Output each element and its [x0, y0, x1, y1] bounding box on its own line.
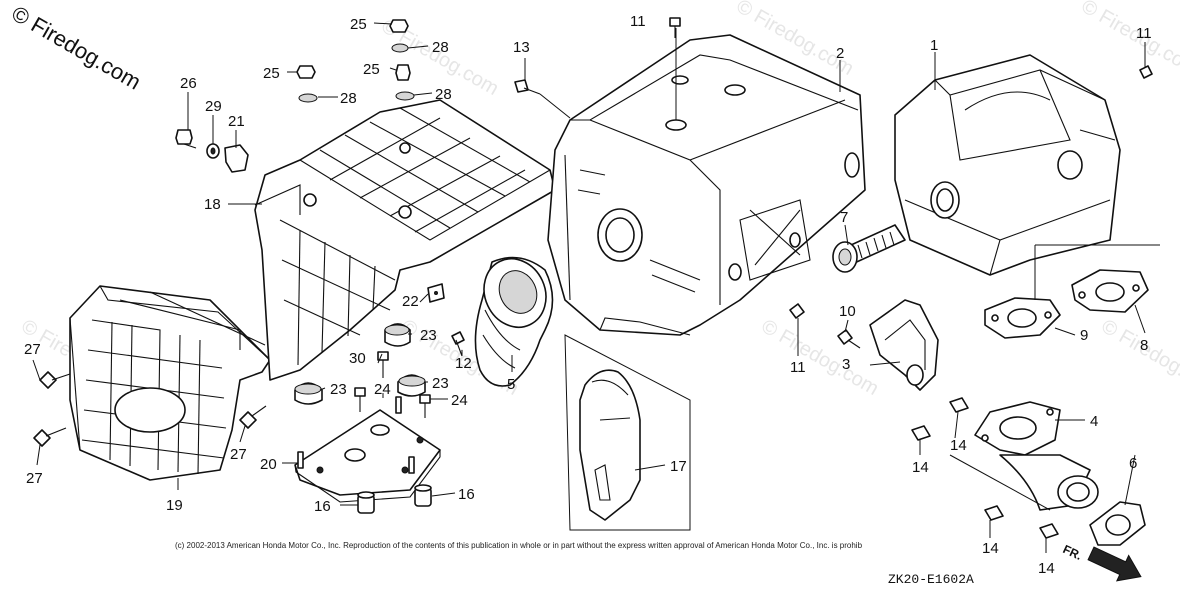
- callout-26: 26: [180, 75, 197, 92]
- callout-16b: 16: [458, 486, 475, 503]
- callout-23a: 23: [420, 327, 437, 344]
- part-14-nuts: [911, 397, 1059, 539]
- callout-7: 7: [840, 209, 848, 226]
- callout-23c: 23: [432, 375, 449, 392]
- callout-28c: 28: [435, 86, 452, 103]
- callout-3: 3: [842, 356, 850, 373]
- part-23-mounts: [294, 323, 426, 405]
- callout-25b: 25: [263, 65, 280, 82]
- callout-11b: 11: [790, 359, 806, 376]
- part-19-guard: [69, 285, 271, 481]
- callout-23b: 23: [330, 381, 347, 398]
- callout-27b: 27: [26, 470, 43, 487]
- part-1-muffler: [894, 54, 1121, 276]
- callout-21: 21: [228, 113, 245, 130]
- callout-4: 4: [1090, 413, 1098, 430]
- hardware-left-top: [175, 129, 249, 173]
- faint-watermark-3: © Firedog.com: [1078, 0, 1180, 80]
- part-16-collars: [357, 484, 432, 514]
- copyright-notice: (c) 2002-2013 American Honda Motor Co., …: [175, 541, 863, 550]
- callout-11c: 11: [1136, 25, 1152, 42]
- leader-lines: [32, 22, 1160, 553]
- diagram-code: ZK20-E1602A: [888, 572, 974, 587]
- part-3-protector: [869, 299, 939, 391]
- part-5-boot: [474, 256, 554, 387]
- callout-22: 22: [402, 293, 419, 310]
- callout-6: 6: [1129, 455, 1137, 472]
- part-2-muffler-cover: [547, 34, 866, 336]
- callout-24b: 24: [451, 392, 468, 409]
- callout-14a: 14: [950, 437, 967, 454]
- callout-20: 20: [260, 456, 277, 473]
- callout-16a: 16: [314, 498, 331, 515]
- watermark-main: © Firedog.com: [8, 1, 146, 95]
- part-22-bracket: [427, 283, 445, 303]
- callout-numbers: 1 2 3 4 5 6 7 8 9 10 11 11 11 12 13 14 1…: [24, 13, 1152, 577]
- fr-direction-arrow: [1087, 546, 1142, 582]
- callout-27a: 27: [24, 341, 41, 358]
- fr-direction-label: FR.: [1061, 542, 1084, 563]
- part-7-spark-arrester: [832, 224, 906, 273]
- callout-25a: 25: [350, 16, 367, 33]
- part-17-side-cover: [564, 334, 691, 531]
- callout-24a: 24: [374, 381, 391, 398]
- callout-28b: 28: [340, 90, 357, 107]
- small-bolts: [33, 331, 465, 447]
- callout-19: 19: [166, 497, 183, 514]
- part-9-gasket: [984, 297, 1061, 339]
- hardware-top-center: [296, 19, 415, 103]
- callout-29: 29: [205, 98, 222, 115]
- callout-8: 8: [1140, 337, 1148, 354]
- callout-30: 30: [349, 350, 366, 367]
- callout-14c: 14: [982, 540, 999, 557]
- callout-12: 12: [455, 355, 472, 372]
- callout-11a: 11: [630, 13, 646, 30]
- callout-18: 18: [204, 196, 221, 213]
- part-20-base-plate: [294, 396, 441, 503]
- callout-2: 2: [836, 45, 844, 62]
- callout-28a: 28: [432, 39, 449, 56]
- part-18-frame: [254, 99, 556, 381]
- callout-13: 13: [513, 39, 530, 56]
- faint-watermark-6: © Firedog.com: [758, 315, 883, 400]
- callout-1: 1: [930, 37, 938, 54]
- part-4-exhaust-pipe: [974, 401, 1099, 511]
- part-6-gasket: [1089, 501, 1146, 546]
- callout-5: 5: [507, 376, 515, 393]
- callout-14d: 14: [1038, 560, 1055, 577]
- faint-watermark-7: © Firedog.com: [1098, 315, 1180, 400]
- callout-10: 10: [839, 303, 856, 320]
- callout-27c: 27: [230, 446, 247, 463]
- callout-14b: 14: [912, 459, 929, 476]
- callout-25c: 25: [363, 61, 380, 78]
- inset-frame: [564, 334, 691, 531]
- callout-17: 17: [670, 458, 687, 475]
- callout-9: 9: [1080, 327, 1088, 344]
- part-8-gasket: [1071, 269, 1149, 313]
